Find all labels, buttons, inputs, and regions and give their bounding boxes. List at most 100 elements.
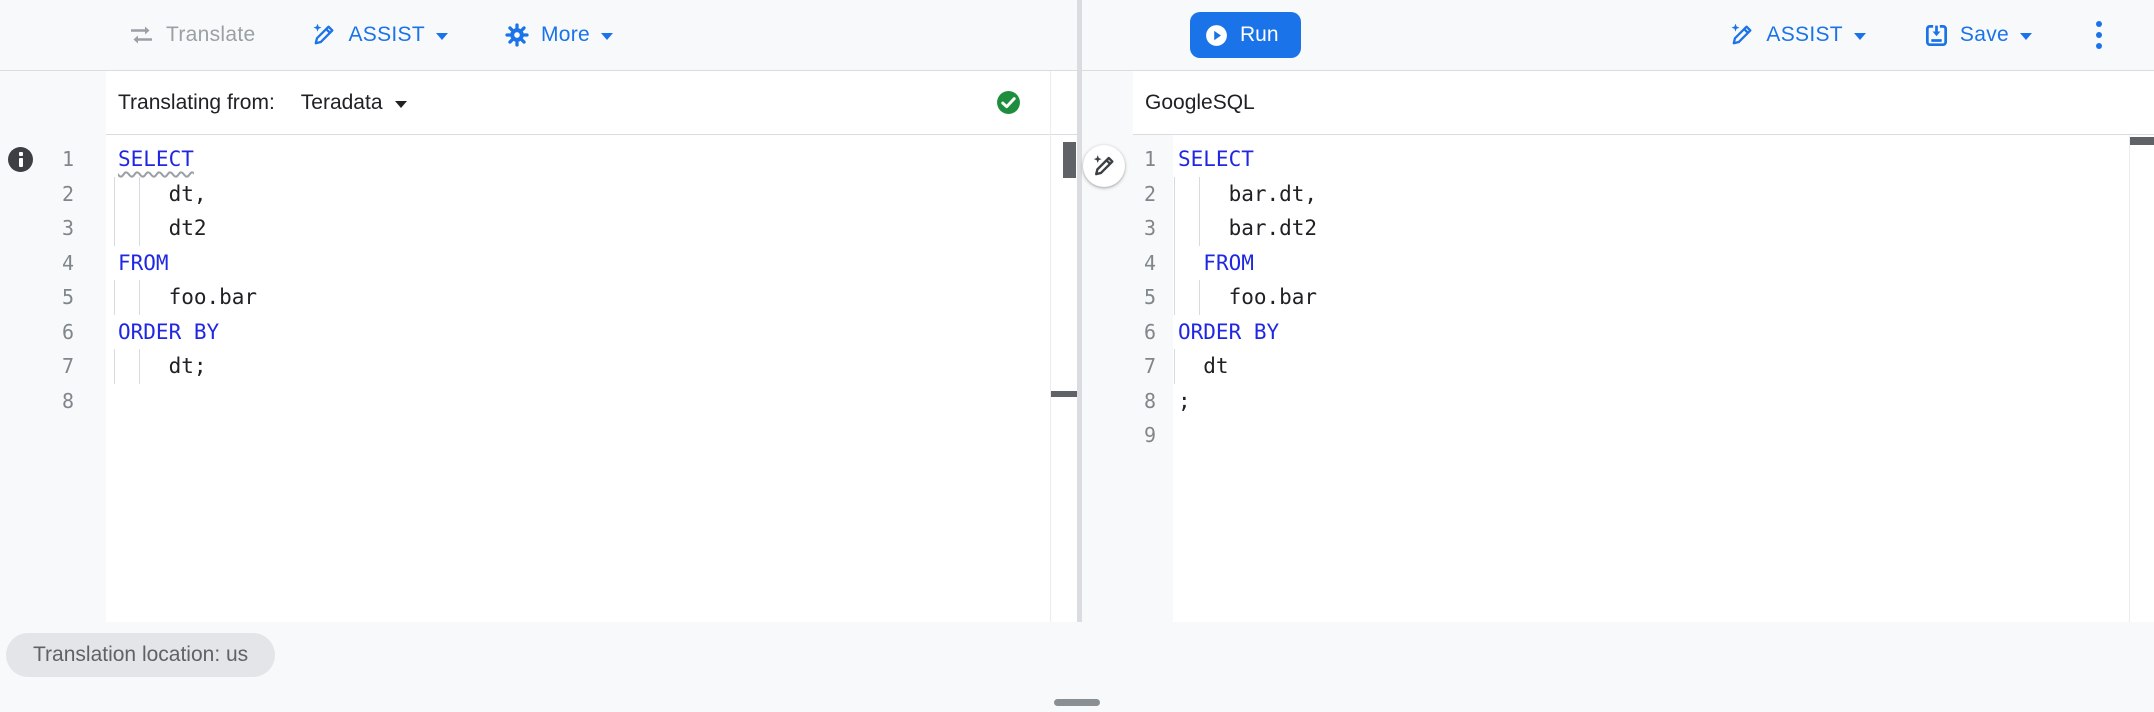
more-menu[interactable]: More bbox=[504, 22, 614, 48]
toolbar-left-group: Translate ASSIST bbox=[128, 0, 614, 70]
code-line[interactable]: 3 dt2 bbox=[0, 211, 1050, 246]
info-icon[interactable] bbox=[8, 147, 33, 172]
dialect-dropdown[interactable]: Teradata bbox=[301, 91, 407, 115]
line-number: 7 bbox=[61, 354, 74, 378]
indent-guide bbox=[1199, 280, 1201, 315]
indent-guide bbox=[1199, 176, 1201, 211]
chevron-down-icon bbox=[2020, 33, 2032, 40]
code-line[interactable]: 9 bbox=[1082, 418, 2129, 453]
code-line[interactable]: 7 dt; bbox=[0, 349, 1050, 384]
code-token: SELECT bbox=[118, 147, 194, 171]
line-number: 3 bbox=[61, 216, 74, 240]
code-token: ; bbox=[1178, 388, 1191, 413]
gear-icon bbox=[504, 22, 530, 48]
code-token: dt bbox=[1178, 354, 1229, 378]
magic-pen-icon bbox=[1729, 22, 1755, 48]
target-scrollbar-track bbox=[2129, 135, 2130, 622]
code-line[interactable]: 3 bar.dt2 bbox=[1082, 211, 2129, 246]
vertical-dots-icon bbox=[2096, 21, 2102, 27]
source-pane-header: Translating from: Teradata bbox=[106, 71, 1077, 135]
translation-location-label: Translation location: us bbox=[33, 643, 249, 666]
code-line[interactable]: 5 foo.bar bbox=[1082, 280, 2129, 315]
play-circle-icon bbox=[1204, 23, 1229, 48]
target-pane-header: GoogleSQL bbox=[1133, 71, 2154, 135]
indent-guide bbox=[1174, 245, 1175, 280]
code-token: FROM bbox=[118, 250, 169, 275]
source-scrollbar-track bbox=[1050, 71, 1051, 622]
chevron-down-icon bbox=[601, 33, 614, 40]
code-token: ORDER BY bbox=[118, 319, 220, 344]
indent-guide bbox=[1174, 280, 1175, 315]
line-number: 6 bbox=[61, 319, 74, 344]
source-scrollbar-thumb[interactable] bbox=[1063, 142, 1076, 178]
run-button[interactable]: Run bbox=[1190, 12, 1301, 58]
bottom-drag-handle[interactable] bbox=[1054, 699, 1100, 706]
assist-pen-button[interactable] bbox=[1083, 145, 1125, 187]
code-token: foo.bar bbox=[118, 285, 258, 309]
assist-left-label: ASSIST bbox=[348, 23, 425, 46]
code-line[interactable]: 7 dt bbox=[1082, 349, 2129, 384]
save-menu[interactable]: Save bbox=[1924, 23, 2032, 48]
line-number: 5 bbox=[61, 285, 74, 309]
line-number: 1 bbox=[61, 147, 74, 171]
save-label: Save bbox=[1959, 23, 2009, 46]
translate-label: Translate bbox=[166, 23, 256, 46]
line-number: 2 bbox=[1143, 181, 1156, 206]
assist-menu-left[interactable]: ASSIST bbox=[311, 22, 448, 48]
indent-guide bbox=[1174, 176, 1175, 211]
more-label: More bbox=[540, 23, 591, 46]
chevron-down-icon bbox=[435, 33, 448, 40]
magic-pen-icon bbox=[311, 22, 337, 48]
code-token: dt; bbox=[118, 354, 207, 378]
footer-bar: Translation location: us bbox=[0, 622, 2154, 712]
indent-guide bbox=[114, 211, 115, 246]
source-header-label: Translating from: bbox=[118, 90, 275, 114]
overflow-menu-button[interactable] bbox=[2090, 15, 2108, 55]
translate-button[interactable]: Translate bbox=[128, 23, 255, 47]
target-header-label: GoogleSQL bbox=[1145, 90, 1255, 114]
indent-guide bbox=[1174, 349, 1175, 384]
indent-guide bbox=[139, 211, 141, 246]
code-line[interactable]: 1 SELECT bbox=[0, 142, 1050, 177]
target-editor-gutter bbox=[1133, 135, 1173, 622]
line-number: 8 bbox=[61, 388, 74, 413]
line-number: 4 bbox=[1143, 250, 1156, 275]
target-scrollbar-thumb[interactable] bbox=[2130, 137, 2154, 145]
code-token: dt2 bbox=[118, 216, 207, 240]
code-token: FROM bbox=[1203, 250, 1254, 275]
line-number: 8 bbox=[1143, 388, 1156, 413]
code-line[interactable]: 8 bbox=[0, 384, 1050, 419]
source-scrollbar-dash[interactable] bbox=[1051, 391, 1077, 397]
indent-guide bbox=[114, 349, 115, 384]
code-line[interactable]: 6 ORDER BY bbox=[1082, 315, 2129, 350]
indent-guide bbox=[139, 176, 141, 211]
code-line[interactable]: 8; bbox=[1082, 384, 2129, 419]
indent-guide bbox=[114, 176, 115, 211]
code-token: dt, bbox=[118, 181, 207, 206]
line-number: 9 bbox=[1143, 423, 1156, 447]
assist-menu-right[interactable]: ASSIST bbox=[1729, 22, 1866, 48]
indent-guide bbox=[139, 280, 141, 315]
code-token bbox=[1178, 251, 1203, 275]
line-number: 4 bbox=[61, 250, 74, 275]
code-line[interactable]: 2 dt, bbox=[0, 176, 1050, 211]
assist-right-label: ASSIST bbox=[1766, 23, 1843, 46]
code-line[interactable]: 4 FROM bbox=[1082, 245, 2129, 280]
save-icon bbox=[1924, 23, 1949, 48]
pane-divider[interactable] bbox=[1077, 0, 1082, 622]
code-line[interactable]: 2 bar.dt, bbox=[1082, 176, 2129, 211]
code-token: ORDER BY bbox=[1178, 319, 1280, 344]
run-label: Run bbox=[1240, 23, 1279, 46]
indent-guide bbox=[1174, 211, 1175, 246]
code-line[interactable]: 5 foo.bar bbox=[0, 280, 1050, 315]
indent-guide bbox=[1199, 211, 1201, 246]
magic-pen-icon bbox=[1091, 153, 1117, 179]
line-number: 6 bbox=[1143, 319, 1156, 344]
code-line[interactable]: 6 ORDER BY bbox=[0, 315, 1050, 350]
code-line[interactable]: 4 FROM bbox=[0, 246, 1050, 281]
line-number: 3 bbox=[1143, 216, 1156, 240]
validation-success-icon bbox=[996, 90, 1021, 115]
